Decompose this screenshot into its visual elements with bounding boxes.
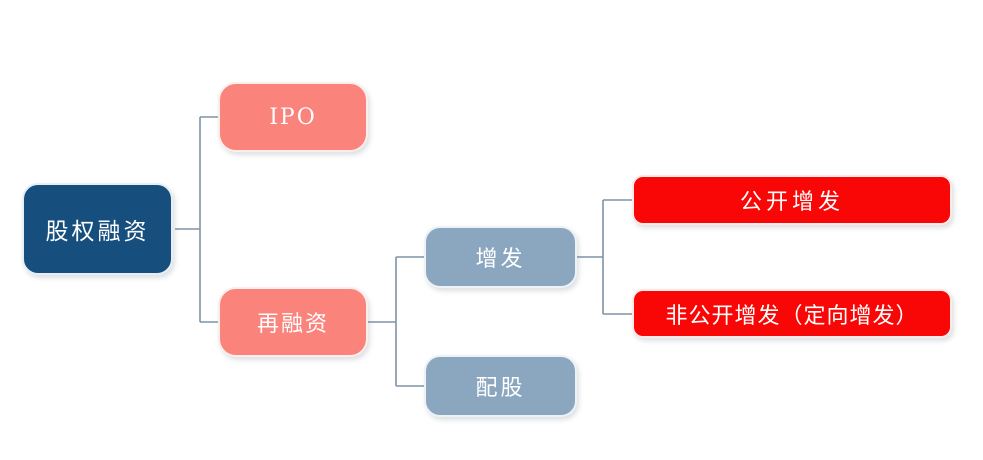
node-equity-financing-label: 股权融资 <box>45 219 150 245</box>
node-public-issue-label: 公开增发 <box>739 190 844 215</box>
node-private-placement: 非公开增发（定向增发） <box>632 289 952 338</box>
node-refinancing-label: 再融资 <box>256 312 329 337</box>
node-public-issue: 公开增发 <box>632 175 952 225</box>
node-additional-issue: 增发 <box>424 226 577 288</box>
node-ipo-label: IPO <box>269 104 317 130</box>
node-private-placement-label: 非公开增发（定向增发） <box>665 303 919 329</box>
connector-additional-issue-children <box>577 199 632 315</box>
connector-root-children <box>175 116 218 323</box>
node-ipo: IPO <box>218 82 368 152</box>
node-additional-issue-label: 增发 <box>475 247 526 272</box>
node-rights-issue: 配股 <box>424 355 577 417</box>
node-equity-financing: 股权融资 <box>22 183 173 275</box>
connector-refinancing-children <box>368 256 424 387</box>
node-refinancing: 再融资 <box>218 287 368 357</box>
node-rights-issue-label: 配股 <box>475 376 526 401</box>
